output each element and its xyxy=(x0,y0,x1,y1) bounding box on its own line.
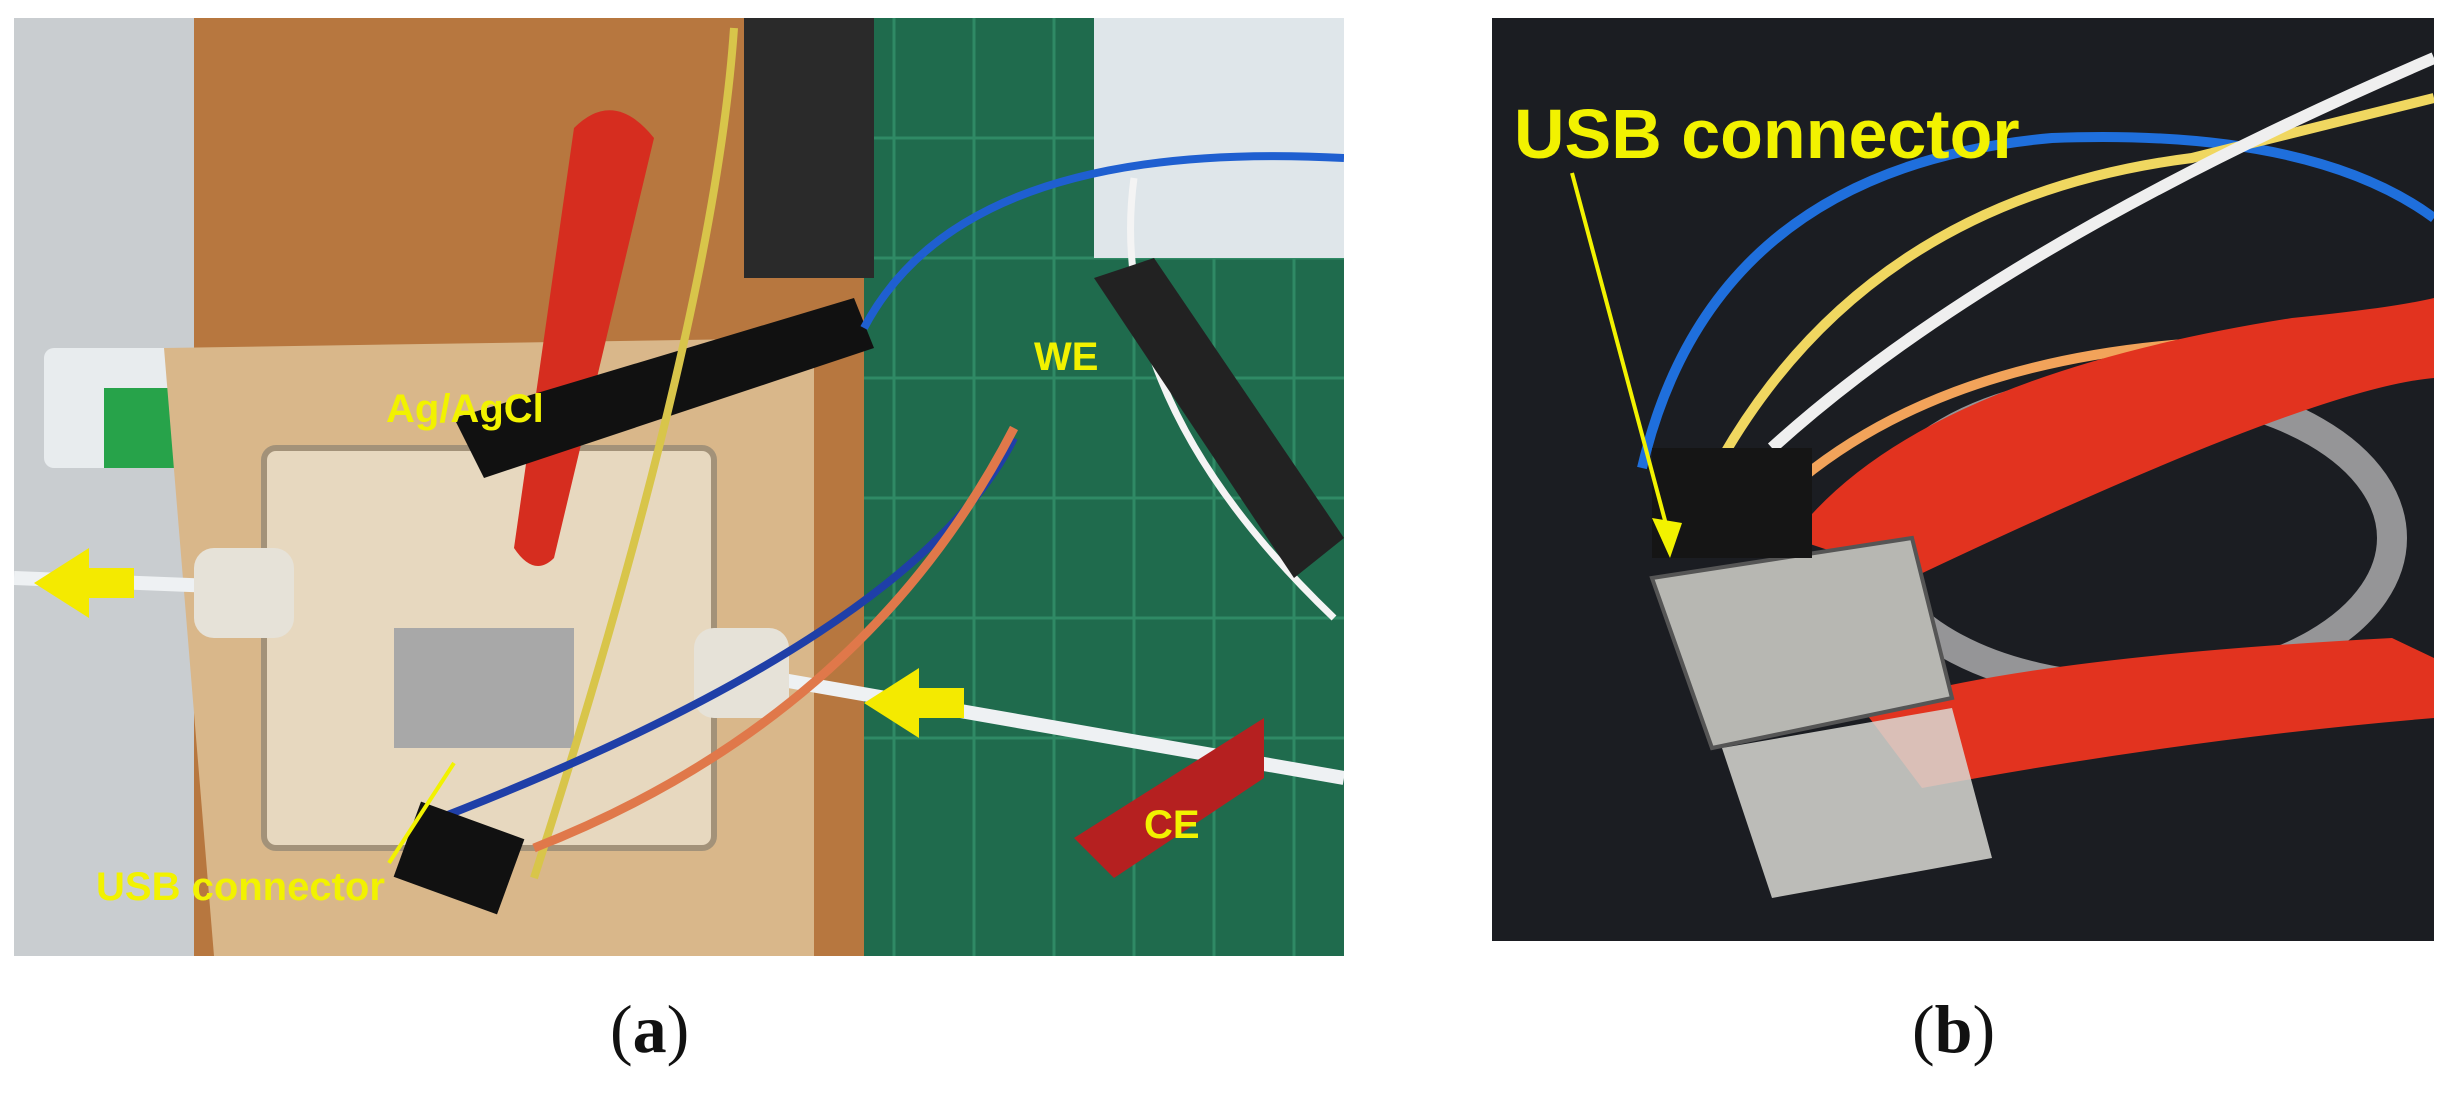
ce-clip xyxy=(1074,718,1264,878)
knob-left xyxy=(194,548,294,638)
white-instrument xyxy=(1094,18,1344,258)
yellow-wire xyxy=(530,27,738,880)
cell-center-block xyxy=(394,628,574,748)
we-clip xyxy=(1094,258,1344,578)
caption-b-letter: b xyxy=(1934,991,1973,1067)
label-ce: CE xyxy=(1144,803,1200,847)
red-sleeve-upper xyxy=(1792,298,2434,578)
yellow-wire-b xyxy=(1717,93,2434,461)
sensor-strip xyxy=(1722,708,1992,898)
photo-panel-a: Ag/AgCl WE CE USB connector xyxy=(14,18,1344,956)
usb-connector-block xyxy=(393,801,525,915)
white-wire-b xyxy=(1767,52,2434,453)
white-wire xyxy=(1127,177,1337,621)
usb-pointer-arrowhead-b xyxy=(1652,518,1682,558)
knob-right xyxy=(694,628,789,718)
usb-pointer-line-a xyxy=(387,761,456,865)
blue-wire-b xyxy=(1637,132,2434,470)
usb-connector-metal xyxy=(1649,535,1955,751)
outlet-arrow xyxy=(34,548,134,618)
caption-b: (b) xyxy=(1912,990,1995,1069)
dark-stand xyxy=(744,18,874,278)
orange-wire xyxy=(532,425,1018,853)
black-clip xyxy=(454,298,874,478)
usb-header-pins xyxy=(1652,448,1812,558)
caption-a-close: ) xyxy=(666,991,690,1067)
blue-wire-top xyxy=(860,152,1344,330)
caption-a-open: ( xyxy=(610,991,633,1067)
label-we: WE xyxy=(1034,335,1098,379)
photo-b-illustration: USB connector xyxy=(1492,18,2434,941)
usb-pointer-line-b xyxy=(1570,172,1669,529)
photo-a-illustration: Ag/AgCl WE CE USB connector xyxy=(14,18,1344,956)
grey-device-left xyxy=(14,18,194,956)
label-usb-connector-b: USB connector xyxy=(1514,95,2020,173)
caption-a-letter: a xyxy=(632,991,667,1067)
photo-panel-b: USB connector xyxy=(1492,18,2434,941)
inlet-arrow xyxy=(864,668,964,738)
caption-b-open: ( xyxy=(1912,991,1935,1067)
green-tab xyxy=(104,388,174,468)
caption-a: (a) xyxy=(610,990,689,1069)
label-ag-agcl: Ag/AgCl xyxy=(386,387,544,431)
caption-b-close: ) xyxy=(1972,991,1996,1067)
red-sleeve-lower xyxy=(1862,638,2434,788)
label-usb-connector-a: USB connector xyxy=(96,865,385,909)
